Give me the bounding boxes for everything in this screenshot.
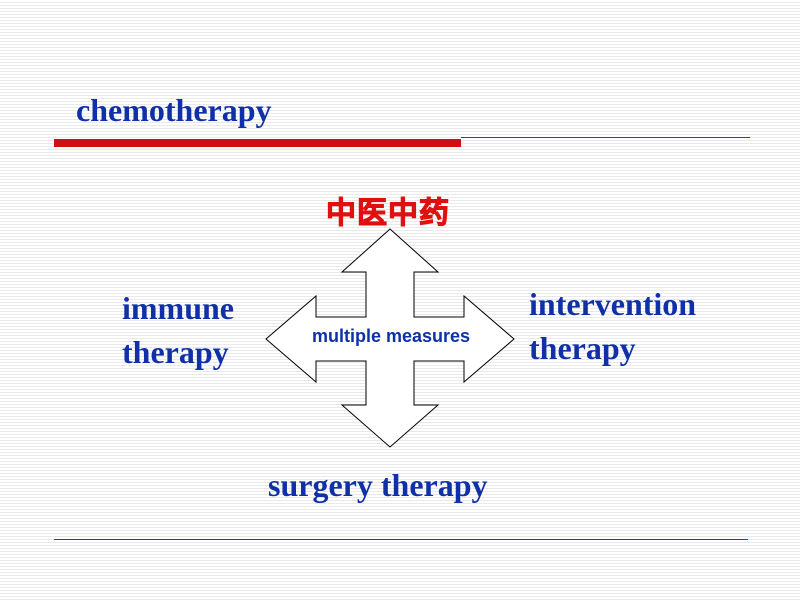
right-label-line-2: therapy (529, 330, 636, 366)
title-underline-thin (461, 137, 750, 138)
bottom-rule (54, 539, 748, 540)
center-label: multiple measures (311, 326, 471, 346)
right-label-line-1: intervention (529, 286, 697, 322)
left-label-line-1: immune (122, 290, 234, 326)
left-label: immune therapy (122, 286, 234, 374)
bottom-label: surgery therapy (268, 467, 488, 503)
slide-title: chemotherapy (76, 92, 272, 128)
four-way-arrow-shape (265, 228, 515, 448)
right-label: intervention therapy (529, 282, 696, 370)
title-underline-thick (54, 139, 461, 147)
tcm-label: 中医中药 (326, 196, 450, 232)
left-label-line-2: therapy (122, 334, 229, 370)
